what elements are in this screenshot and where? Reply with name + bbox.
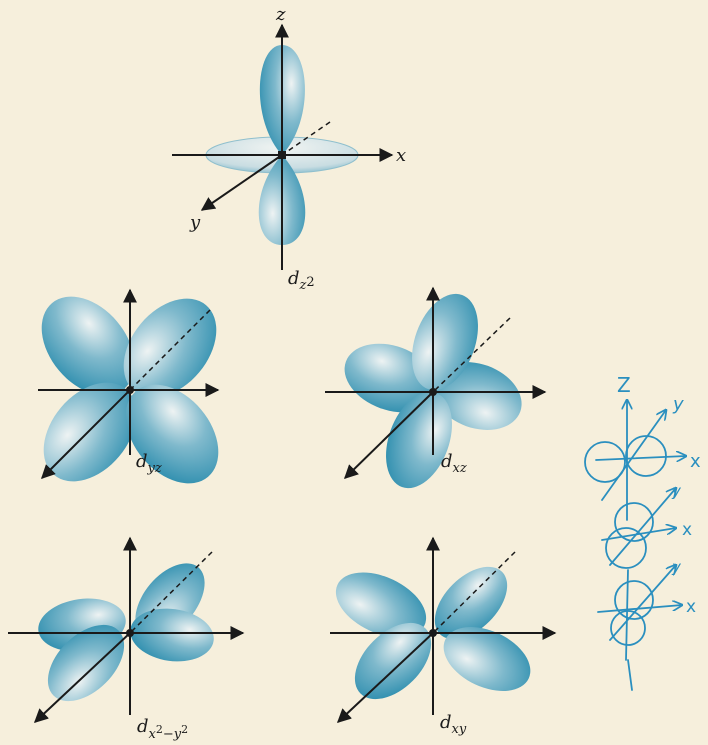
dyz-caption: dyz	[136, 451, 162, 476]
dyz-lobe	[125, 384, 219, 484]
sketch-x-label: x	[682, 520, 692, 540]
sketch-circle	[584, 441, 626, 483]
dxz-orbital: dxz	[325, 286, 547, 489]
sketch-circle	[625, 435, 667, 477]
sketch-x-axis	[597, 605, 682, 613]
dyz-y-axis	[41, 389, 131, 479]
dxz-nucleus	[429, 388, 437, 396]
dxz-lobe	[412, 293, 478, 391]
dz2-caption: dz2	[288, 268, 315, 293]
dz2-y-axis	[200, 154, 283, 211]
dxy-lobe	[443, 627, 531, 691]
sketch-x-label: x	[686, 597, 696, 617]
dz2-z-label: z	[275, 4, 286, 25]
dz2-orbital: z x y dz2	[172, 4, 406, 293]
dz2-y-label: y	[189, 212, 201, 233]
handwritten-sketch	[584, 400, 686, 691]
dxy-nucleus	[429, 629, 437, 637]
dyz-nucleus	[126, 386, 134, 394]
dxy-y-axis-back	[432, 551, 516, 634]
sketch-circle	[614, 580, 654, 620]
sketch-x-label: x	[690, 451, 701, 472]
sketch-z-label: Z	[617, 373, 631, 397]
dx2y2-nucleus	[126, 629, 134, 637]
dz2-nucleus	[278, 151, 286, 159]
dx2y2-y-axis	[33, 632, 131, 723]
sketch-y-axis	[609, 565, 676, 641]
dxy-y-axis	[336, 632, 434, 723]
dxy-orbital: dxy	[330, 536, 557, 737]
sketch-labels: Z y x y x y x	[617, 373, 701, 617]
dx2y2-lobe	[130, 608, 214, 662]
dyz-orbital: dyz	[38, 288, 220, 484]
sketch-x-axis	[595, 456, 686, 460]
dx2y2-y-axis-back	[129, 551, 213, 634]
dxy-lobe	[434, 566, 508, 640]
sketch-y-label: y	[671, 558, 682, 576]
sketch-y-label: y	[671, 482, 682, 500]
dxz-caption: dxz	[441, 451, 467, 476]
sketch-z-axis-tail	[627, 659, 633, 691]
sketch-y-label: y	[672, 394, 684, 415]
sketch-y-axis	[601, 410, 666, 501]
sketch-circle	[610, 610, 646, 646]
dx2y2-caption: dx2−y2	[137, 716, 188, 742]
dyz-y-axis-back	[129, 309, 211, 391]
dx2y2-orbital: dx2−y2	[8, 536, 245, 742]
dz2-x-label: x	[396, 145, 406, 166]
dxy-lobe	[354, 622, 432, 700]
dyz-lobe	[41, 296, 135, 396]
dx2y2-lobe	[47, 624, 125, 702]
sketch-y-axis	[609, 488, 676, 566]
dxy-lobe	[335, 572, 427, 638]
dxz-y-axis	[343, 391, 434, 479]
sketch-circle	[605, 527, 647, 569]
dxy-caption: dxy	[440, 712, 467, 737]
dz2-y-axis-back	[281, 121, 331, 156]
dyz-lobe	[123, 298, 217, 398]
dxz-lobe	[386, 391, 452, 489]
sketch-circle	[614, 502, 654, 542]
